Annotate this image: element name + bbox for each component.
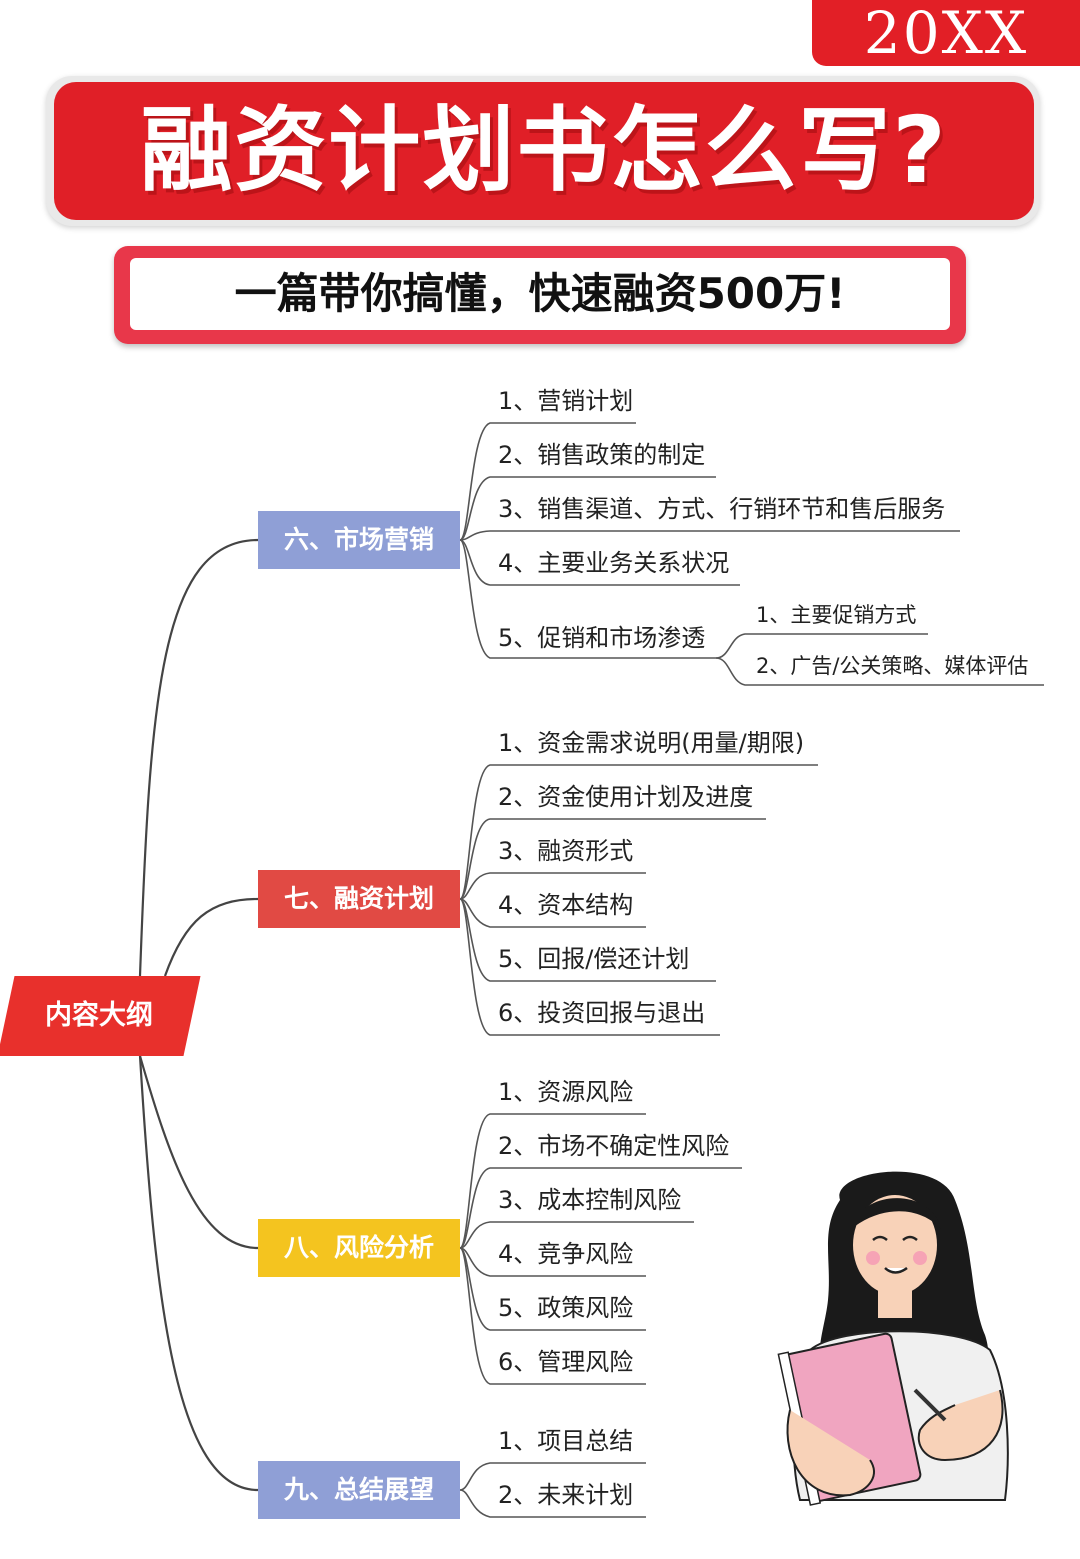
- subtitle-panel: [130, 258, 950, 330]
- connector-root-marketing: [138, 538, 259, 977]
- category-summary: 九、总结展望: [258, 1461, 460, 1519]
- category-financing: 七、融资计划: [258, 870, 460, 928]
- risk-item: 4、竞争风险: [498, 1240, 634, 1268]
- risk-item: 5、政策风险: [498, 1294, 634, 1322]
- connector-root-financing: [163, 897, 259, 977]
- marketing-item: 4、主要业务关系状况: [498, 549, 730, 577]
- marketing-item: 3、销售渠道、方式、行销环节和售后服务: [498, 495, 946, 523]
- subtitle: 一篇带你搞懂，快速融资500万!: [234, 269, 846, 318]
- financing-item: 2、资金使用计划及进度: [498, 783, 754, 811]
- financing-item: 3、融资形式: [498, 837, 634, 865]
- category-marketing: 六、市场营销: [258, 511, 460, 569]
- title-banner: [54, 82, 1034, 220]
- root-label: 内容大纲: [45, 1000, 153, 1031]
- connector-root-risk: [138, 1055, 259, 1250]
- page-title: 融资计划书怎么写?: [140, 97, 948, 204]
- marketing-item: 1、营销计划: [498, 387, 634, 415]
- marketing-sub-item: 1、主要促销方式: [756, 603, 917, 627]
- financing-item: 6、投资回报与退出: [498, 999, 706, 1027]
- woman-with-notebook-illustration: [777, 1171, 1009, 1506]
- year-badge: 20XX: [812, 0, 1080, 66]
- risk-item: 2、市场不确定性风险: [498, 1132, 730, 1160]
- risk-item: 6、管理风险: [498, 1348, 634, 1376]
- summary-item: 1、项目总结: [498, 1427, 634, 1455]
- financing-item: 1、资金需求说明(用量/期限): [498, 729, 805, 757]
- marketing-sub-item: 2、广告/公关策略、媒体评估: [756, 654, 1029, 678]
- risk-item: 1、资源风险: [498, 1078, 634, 1106]
- connector-root-summary: [138, 1055, 259, 1492]
- summary-item: 2、未来计划: [498, 1481, 634, 1509]
- financing-item: 5、回报/偿还计划: [498, 945, 690, 973]
- financing-item: 4、资本结构: [498, 891, 634, 919]
- marketing-item: 5、促销和市场渗透: [498, 624, 706, 652]
- marketing-item: 2、销售政策的制定: [498, 441, 706, 469]
- risk-item: 3、成本控制风险: [498, 1186, 682, 1214]
- category-risk: 八、风险分析: [258, 1219, 460, 1277]
